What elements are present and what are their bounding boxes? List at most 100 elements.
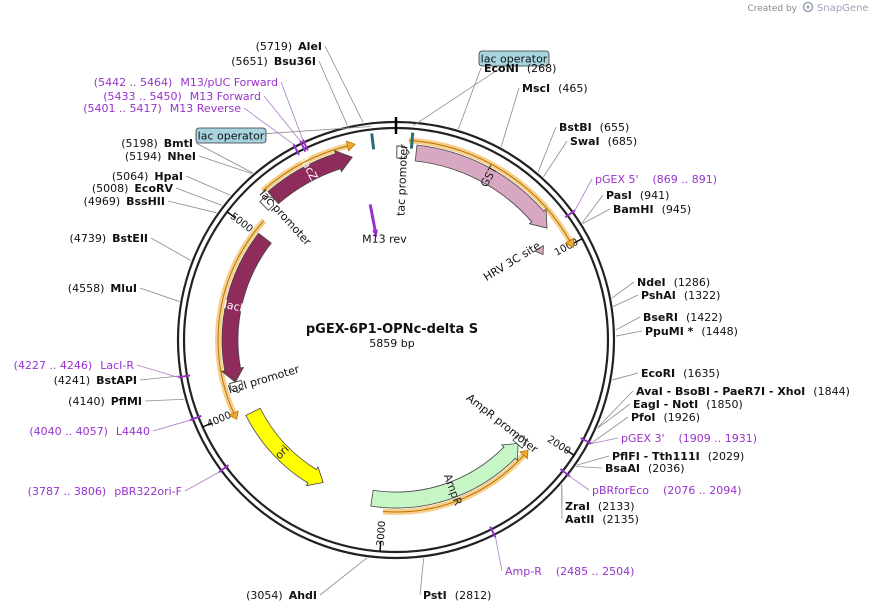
enzyme-position: (4969) [84, 195, 121, 208]
primer-mark [301, 139, 309, 151]
enzyme-position: (4558) [68, 282, 105, 295]
tick-mark [573, 238, 583, 245]
enzyme-swai: SwaI(685) [570, 135, 637, 148]
primer-name: M13 Reverse [170, 102, 241, 115]
enzyme-name: MluI [110, 282, 137, 295]
enzyme-name: EagI - NotI [633, 398, 698, 411]
enzyme-pflmi: (4140)PflMI [68, 395, 142, 408]
orf-arrowhead [519, 449, 529, 460]
promoter-arrow-laci-promoter [229, 379, 244, 394]
primer-laci-r: (4227 .. 4246)LacI-R [14, 359, 135, 372]
enzyme-psti: PstI(2812) [423, 589, 491, 602]
enzyme-bseri: BseRI(1422) [643, 311, 723, 324]
primer-name: M13 Forward [190, 90, 261, 103]
enzyme-aatii: AatII (2135) [565, 513, 639, 526]
enzyme-name: BstBI [559, 121, 592, 134]
enzyme-position: (1286) [674, 276, 711, 289]
primer-m13-puc-forward: (5442 .. 5464)M13/pUC Forward [94, 76, 278, 89]
enzyme-leader [144, 398, 185, 402]
enzyme-ppumi: PpuMI *(1448) [645, 325, 738, 338]
enzyme-name: AatII [565, 513, 594, 526]
enzyme-bsshii: (4969)BssHII [84, 195, 165, 208]
enzyme-name: BmtI [164, 137, 193, 150]
enzyme-position: (1844) [813, 385, 850, 398]
enzyme-bstbi: BstBI(655) [559, 121, 629, 134]
enzyme-name: PflFI - Tth111I [612, 450, 700, 463]
primer-pgex-3: pGEX 3'(1909 .. 1931) [621, 432, 757, 445]
primer-position: (2076 .. 2094) [663, 484, 742, 497]
enzyme-nhei: (5194)NheI [125, 150, 196, 163]
primer-leader [495, 537, 503, 572]
enzyme-position: (945) [662, 203, 692, 216]
enzyme-position: (465) [558, 82, 588, 95]
promoter-label-tac-promoter: tac promoter [394, 144, 410, 217]
enzyme-position: (685) [608, 135, 638, 148]
enzyme-leader [198, 155, 253, 174]
orf-band-line [408, 139, 573, 245]
tick-mark [379, 541, 382, 552]
enzyme-msci: MscI(465) [522, 82, 588, 95]
feature-label-hrv-3c-site: HRV 3C site [481, 239, 543, 284]
primer-position: (5433 .. 5450) [103, 90, 182, 103]
enzyme-leader [139, 287, 180, 302]
enzyme-ahdi: (3054)AhdI [246, 589, 317, 602]
operator-box [195, 127, 267, 144]
enzyme-name: ZraI [565, 500, 590, 513]
feature-gst [414, 144, 548, 229]
primer-mark [559, 468, 571, 478]
enzyme-leader [597, 390, 634, 428]
plasmid-name: pGEX-6P1-OPNc-delta S [306, 322, 478, 337]
plasmid-size: 5859 bp [369, 337, 414, 350]
enzyme-bstapi: (4241)BstAPI [54, 374, 137, 387]
enzyme-name: BstEII [112, 232, 148, 245]
primer-name: pBR322ori-F [114, 485, 182, 498]
enzyme-position: (2812) [455, 589, 492, 602]
promoter-arrow-ampr-promoter [512, 435, 527, 449]
enzyme-leader [150, 237, 192, 261]
enzyme-econi: EcoNI(268) [484, 62, 556, 75]
enzyme-name: PflMI [111, 395, 142, 408]
primer-amp-r: Amp-R(2485 .. 2504) [505, 565, 634, 578]
primer-leader [136, 364, 179, 378]
enzyme-name: BamHI [613, 203, 654, 216]
primer-position: (869 .. 891) [653, 173, 718, 186]
primer-leader [591, 437, 619, 445]
enzyme-position: (1926) [664, 411, 701, 424]
enzyme-leader [543, 140, 568, 177]
orf-arrowhead [228, 410, 239, 420]
feature-lacz [267, 150, 353, 205]
orf-arrowhead [345, 140, 356, 152]
enzyme-name: NheI [167, 150, 196, 163]
enzyme-labels: (5719)AleI(5651)Bsu36IEcoNI(268)MscI(465… [54, 40, 850, 602]
primer-mark [189, 414, 202, 422]
primer-name: pGEX 3' [621, 432, 665, 445]
primer-leader [280, 81, 304, 140]
enzyme-name: PfoI [631, 411, 656, 424]
primer-leader [574, 178, 593, 211]
primer-leader [263, 95, 301, 142]
tick-label: 3000 [375, 520, 388, 546]
enzyme-position: (2036) [648, 462, 685, 475]
enzyme-bsaai: BsaAI(2036) [605, 462, 685, 475]
tick-mark [226, 211, 236, 219]
enzyme-ndei: NdeI (1286) [637, 276, 710, 289]
enzyme-name: AleI [298, 40, 322, 53]
primer-m13-reverse: (5401 .. 5417) M13 Reverse [83, 102, 241, 115]
enzyme-leader [611, 281, 635, 299]
enzyme-position: (2135) [602, 513, 639, 526]
enzyme-leader [581, 194, 604, 224]
primer-mark [489, 526, 497, 538]
enzyme-name: NdeI [637, 276, 666, 289]
enzyme-position: (5064) [112, 170, 149, 183]
primer-position: (4040 .. 4057) [29, 425, 108, 438]
enzyme-position: (4241) [54, 374, 91, 387]
primer-position: (4227 .. 4246) [14, 359, 93, 372]
primer-position: (5401 .. 5417) [83, 102, 162, 115]
enzyme-name: AhdI [289, 589, 317, 602]
enzyme-leader [318, 60, 348, 126]
feature-ori [245, 407, 324, 487]
feature-hrv-3c-site [534, 244, 544, 256]
enzyme-leader [175, 187, 223, 206]
enzyme-position: (5719) [256, 40, 293, 53]
